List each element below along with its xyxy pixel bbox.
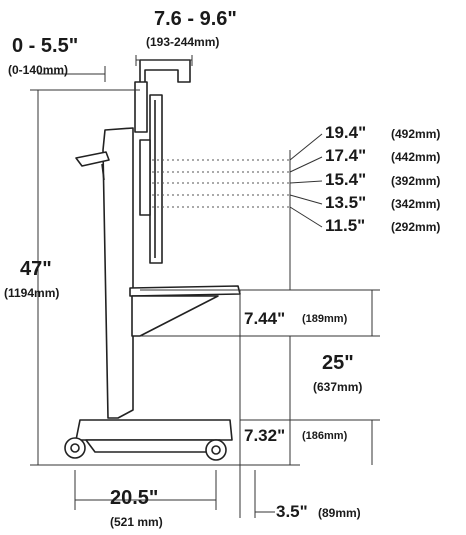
shelf-gap-inch: 7.44" [244,309,286,328]
rear-offset-inch: 3.5" [276,502,308,521]
mount-slot [139,139,151,216]
base-width-mm: (521 mm) [110,515,163,529]
mount-height-2-mm: (442mm) [391,150,441,164]
main-column [102,127,134,419]
mount-height-1-inch: 19.4" [325,123,367,142]
top-width-inch: 7.6 - 9.6" [154,8,237,30]
vesa-plate [149,94,163,264]
base-width-inch: 20.5" [110,487,159,509]
left-wheel [64,437,86,459]
mount-height-3-mm: (392mm) [391,174,441,188]
base-gap-inch: 7.32" [244,426,286,445]
mount-height-4-inch: 13.5" [325,193,367,212]
right-wheel [205,439,227,461]
top-mount-post [134,81,148,133]
mount-height-1-mm: (492mm) [391,127,441,141]
mount-height-3-inch: 15.4" [325,170,367,189]
base-frame [75,419,233,441]
side-handle [75,151,110,167]
total-height-mm: (1194mm) [4,286,60,300]
mount-height-5-inch: 11.5" [325,216,366,235]
shelf-height-inch: 25" [322,352,354,374]
top-offset-mm: (0-140mm) [8,63,69,77]
top-width-mm: (193-244mm) [146,35,220,49]
work-shelf [129,285,241,297]
mount-height-5-mm: (292mm) [391,220,441,234]
shelf-gap-mm: (189mm) [302,313,348,325]
mount-height-2-inch: 17.4" [325,146,367,165]
top-offset-inch: 0 - 5.5" [12,35,79,57]
base-gap-mm: (186mm) [302,430,348,442]
mount-height-4-mm: (342mm) [391,197,441,211]
total-height-inch: 47" [20,258,52,280]
shelf-height-mm: (637mm) [313,380,363,394]
rear-offset-mm: (89mm) [318,506,361,520]
